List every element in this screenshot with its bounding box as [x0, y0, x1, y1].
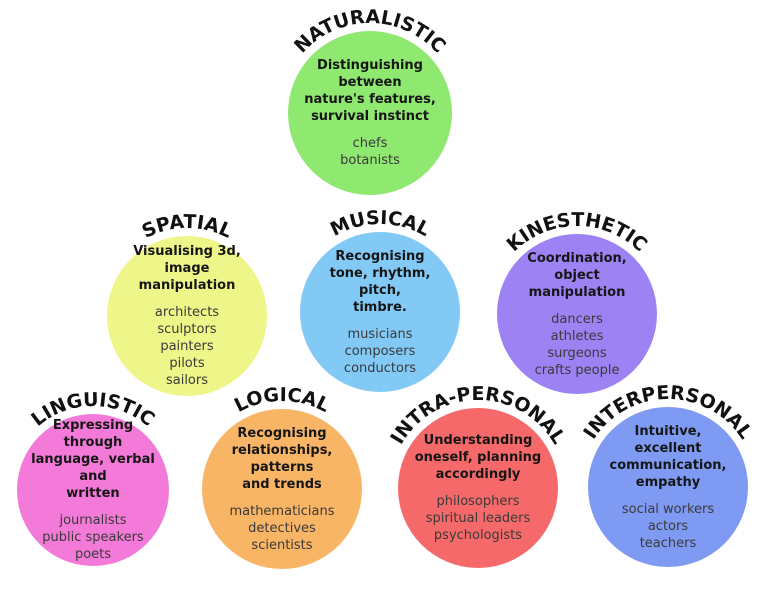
- occupation-item: poets: [74, 547, 112, 562]
- occupation-item: journalists: [59, 513, 127, 528]
- description-line: Intuitive, excellent: [634, 423, 702, 456]
- description-line: accordingly: [435, 467, 521, 482]
- description-line: Distinguishing: [317, 58, 423, 73]
- occupation-item: sailors: [165, 373, 209, 388]
- occupation-item: dancers: [551, 311, 603, 327]
- occupation-item: athletes: [550, 328, 604, 344]
- description-line: and trends: [242, 476, 322, 492]
- circle-intrapersonal: Understanding oneself, planning accordingl…: [398, 408, 558, 568]
- description-spatial: Visualising 3d, image manipulation: [121, 243, 253, 294]
- occupation-item: architects: [154, 305, 220, 320]
- occupation-item: psychologists: [433, 528, 523, 543]
- occupation-item: public speakers: [42, 530, 144, 545]
- description-line: image manipulation: [138, 261, 236, 293]
- occupation-item: detectives: [248, 520, 316, 536]
- occupations-spatial: architects sculptors painters pilots sailors: [155, 304, 219, 389]
- circle-spatial: Visualising 3d, image manipulation archite…: [107, 236, 267, 396]
- description-line: Recognising: [237, 425, 327, 441]
- occupation-item: surgeons: [547, 345, 607, 361]
- circle-naturalistic: Distinguishing between nature's features, s…: [288, 31, 452, 195]
- description-line: Recognising: [335, 248, 425, 264]
- occupation-item: sculptors: [157, 322, 217, 337]
- description-line: object manipulation: [528, 267, 626, 300]
- description-line: Expressing through: [52, 418, 134, 450]
- occupation-item: musicians: [347, 326, 413, 342]
- occupation-item: philosophers: [436, 494, 520, 509]
- description-line: Coordination,: [527, 250, 627, 266]
- description-line: oneself, planning: [414, 450, 542, 465]
- occupation-item: pilots: [169, 356, 205, 371]
- description-line: language, verbal and: [31, 452, 155, 484]
- description-intrapersonal: Understanding oneself, planning accordingl…: [415, 432, 541, 483]
- occupation-item: mathematicians: [229, 503, 335, 519]
- occupation-item: actors: [647, 518, 689, 534]
- description-line: empathy: [635, 474, 701, 490]
- occupation-item: composers: [344, 343, 416, 359]
- occupation-item: conductors: [343, 360, 417, 376]
- description-line: tone, rhythm, pitch,: [329, 265, 431, 298]
- description-kinesthetic: Coordination,object manipulation: [511, 250, 643, 301]
- description-line: Visualising 3d,: [133, 244, 241, 259]
- occupation-item: teachers: [639, 535, 697, 551]
- occupation-item: painters: [160, 339, 214, 354]
- occupation-item: chefs: [352, 136, 388, 151]
- description-line: communication,: [609, 457, 727, 473]
- occupations-intrapersonal: philosophers spiritual leaders psychologis…: [426, 493, 531, 544]
- description-line: written: [66, 486, 120, 501]
- occupations-naturalistic: chefs botanists: [340, 135, 400, 169]
- description-line: Understanding: [423, 433, 533, 448]
- occupation-item: scientists: [251, 537, 313, 553]
- occupation-item: botanists: [340, 153, 400, 168]
- occupation-item: spiritual leaders: [425, 511, 531, 526]
- description-line: relationships, patterns: [231, 442, 333, 475]
- description-line: survival instinct: [311, 109, 429, 124]
- description-line: nature's features,: [304, 92, 436, 107]
- occupation-item: social workers: [621, 501, 715, 517]
- description-line: between: [338, 75, 402, 90]
- occupations-linguistic: journalists public speakers poets: [42, 512, 143, 563]
- description-line: timbre.: [353, 299, 407, 315]
- occupation-item: crafts people: [534, 362, 620, 378]
- description-naturalistic: Distinguishing between nature's features, s…: [304, 57, 436, 125]
